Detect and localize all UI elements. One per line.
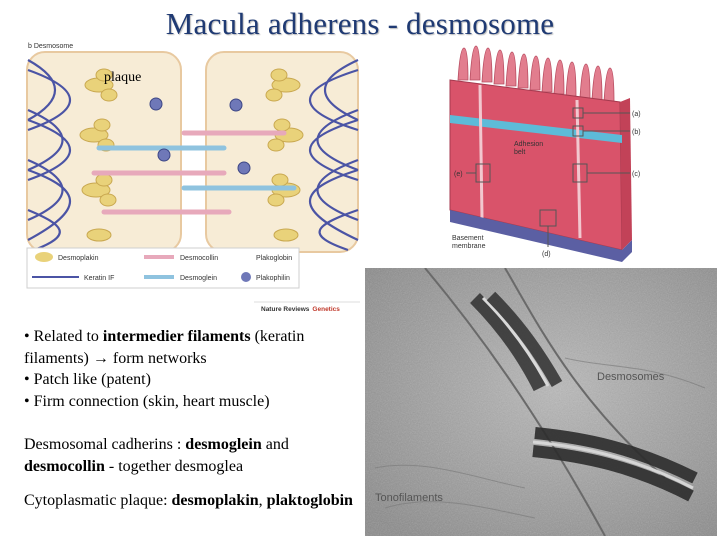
legend-desmocollin: Desmocollin xyxy=(180,255,218,262)
junction-diagram: (a) (b) (c) (e) (d) Adhesion belt Baseme… xyxy=(449,45,641,262)
legend-plakophilin: Plakophilin xyxy=(256,275,290,282)
label-d: (d) xyxy=(542,251,551,258)
microvilli xyxy=(457,45,615,103)
label-c: (c) xyxy=(632,171,640,178)
desmosome-1 xyxy=(470,291,563,392)
cadherin-rods xyxy=(91,130,297,215)
panel-label: b Desmosome xyxy=(28,43,73,50)
legend-swatch-desmoplakin xyxy=(35,252,53,262)
label-a: (a) xyxy=(632,111,641,118)
plakophilin-spheres xyxy=(149,97,251,175)
label-desmosomes: Desmosomes xyxy=(597,371,665,383)
label-e: (e) xyxy=(454,171,463,178)
label-b: (b) xyxy=(632,129,641,136)
desmosome-diagram: b Desmosome xyxy=(26,43,360,313)
electron-micrograph: Desmosomes Tonofilaments xyxy=(365,268,717,536)
desmosome-2 xyxy=(532,427,698,502)
keratin-filaments-right xyxy=(309,58,359,252)
label-adhesion-1: Adhesion xyxy=(514,141,543,148)
bullet-patch: • Patch like (patent) xyxy=(24,371,151,388)
label-basement-2: membrane xyxy=(452,243,486,250)
legend-desmoglein: Desmoglein xyxy=(180,275,217,282)
label-adhesion-2: belt xyxy=(514,149,525,156)
tonofilaments xyxy=(374,357,706,519)
bullet-filaments: • Related to intermedier filaments (kera… xyxy=(24,328,305,367)
label-tonofilaments: Tonofilaments xyxy=(375,492,443,504)
legend-plakoglobin: Plakoglobin xyxy=(256,255,292,262)
desmoplakin-clusters xyxy=(79,68,304,242)
page-title: Macula adherens - desmosome xyxy=(165,6,555,41)
plaque-paragraph: Cytoplasmatic plaque: desmoplakin, plakt… xyxy=(24,492,353,509)
cadherins-paragraph: Desmosomal cadherins : desmoglein and de… xyxy=(24,436,289,475)
label-basement-1: Basement xyxy=(452,235,484,242)
legend: Desmoplakin Desmocollin Plakoglobin Kera… xyxy=(26,247,300,289)
plaque-label: plaque xyxy=(104,70,141,85)
feature-bullets: • Related to intermedier filaments (kera… xyxy=(24,326,354,412)
legend-keratin: Keratin IF xyxy=(84,275,114,282)
keratin-filaments-left xyxy=(27,59,72,252)
cell-borders xyxy=(478,84,582,239)
bullet-connection: • Firm connection (skin, heart muscle) xyxy=(24,392,270,410)
legend-swatch-plakophilin xyxy=(241,272,251,282)
cell-side xyxy=(620,98,632,250)
junction-markers xyxy=(466,107,630,247)
legend-desmoplakin: Desmoplakin xyxy=(58,255,99,262)
basement-membrane xyxy=(450,210,632,262)
